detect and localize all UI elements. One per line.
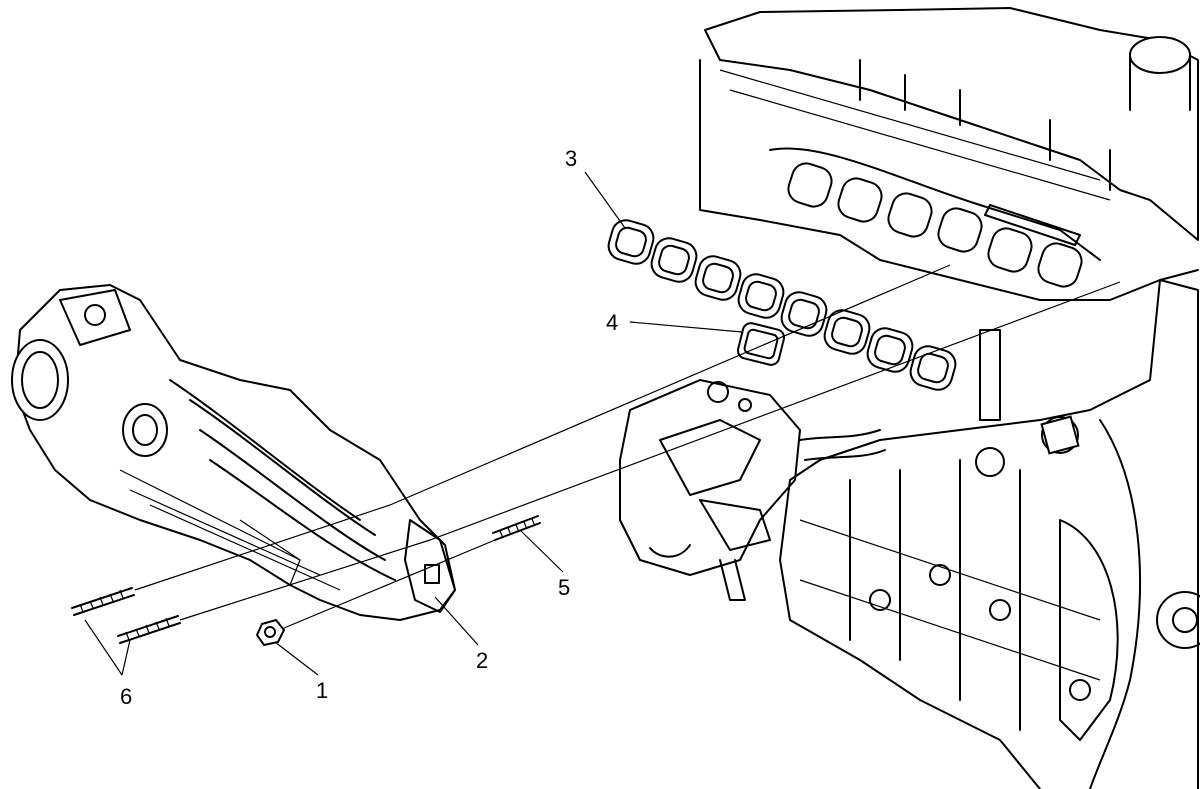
callout-2: 2 bbox=[476, 648, 489, 673]
studs-6 bbox=[71, 587, 181, 644]
engine-block bbox=[699, 7, 1200, 789]
fuel-pump-cluster bbox=[619, 379, 886, 601]
head-ports bbox=[787, 162, 1083, 288]
nut-1 bbox=[255, 618, 286, 647]
callout-6: 6 bbox=[120, 684, 133, 709]
throttle-gasket bbox=[736, 322, 786, 366]
callout-3: 3 bbox=[565, 146, 578, 171]
intake-gasket-rings bbox=[607, 219, 957, 391]
stud-5 bbox=[492, 515, 541, 541]
intake-manifold bbox=[11, 284, 456, 621]
callout-4: 4 bbox=[606, 310, 619, 335]
callout-1: 1 bbox=[316, 678, 329, 703]
alignment-lines bbox=[134, 264, 1121, 629]
leader-lines bbox=[84, 171, 743, 676]
callout-5: 5 bbox=[558, 575, 571, 600]
